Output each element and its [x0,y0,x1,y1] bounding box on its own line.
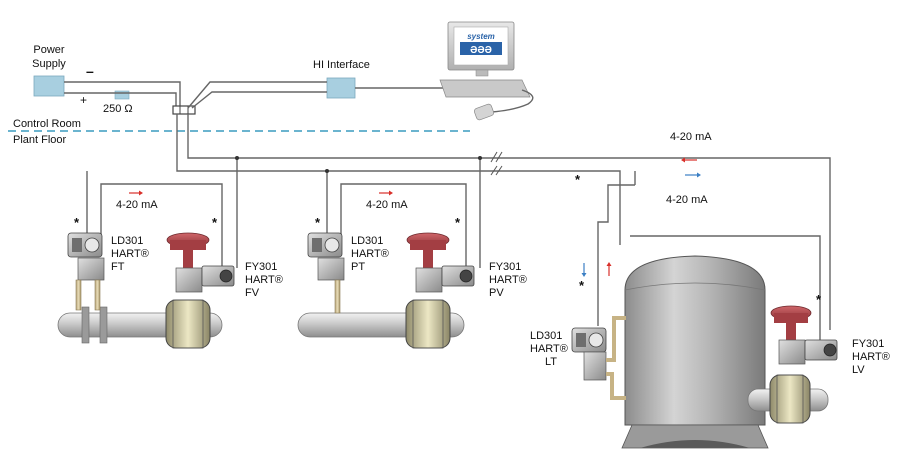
minus-terminal: – [86,63,94,79]
asterisk-lv: * [816,292,822,307]
fv-model: FY301 [245,261,277,273]
hi-interface [326,77,356,99]
lt-tag: LT [545,356,557,368]
resistor-250-ohm [114,90,130,100]
computer-workstation: system ƏƏƏ [439,21,534,121]
hi-interface-wiring [187,81,445,109]
pressure-transmitter-pt [307,232,345,314]
power-supply [33,75,65,97]
asterisk-ft: * [74,215,80,230]
pt-protocol: HART® [351,248,389,260]
arrow-red-loop-1 [129,190,143,196]
pt-model: LD301 [351,235,383,247]
asterisk-pt: * [315,215,321,230]
storage-tank [621,255,769,449]
arrow-red-loop-2 [379,190,393,196]
power-supply-wiring [64,81,181,108]
lt-protocol: HART® [530,343,568,355]
plus-terminal: + [80,93,87,107]
ft-tag: FT [111,261,125,273]
asterisk-fv: * [212,215,218,230]
resistor-label: 250 Ω [103,103,133,115]
keyboard [439,79,531,98]
control-valve-lv [769,305,838,424]
control-valve-pv [405,232,475,349]
ft-model: LD301 [111,235,143,247]
current-loop-3-bottom-label: 4-20 mA [666,194,708,206]
lv-protocol: HART® [852,351,890,363]
current-loop-1-label: 4-20 mA [116,199,158,211]
control-valve-fv [165,232,235,349]
asterisk-lt: * [579,278,585,293]
power-supply-label-2: Supply [32,58,66,70]
fv-tag: FV [245,287,260,299]
monitor-logo-plate [460,42,502,55]
lt-model: LD301 [530,330,562,342]
asterisk-top: * [575,172,581,187]
wire-junction-3 [478,156,482,160]
wire-break-marks [490,151,503,176]
pv-tag: PV [489,287,504,299]
wire-junction-1 [235,156,239,160]
monitor-brand: system [467,32,495,41]
wire-junction-2 [325,169,329,173]
asterisk-pv: * [455,215,461,230]
control-room-label: Control Room [13,118,81,130]
ft-protocol: HART® [111,248,149,260]
pv-model: FY301 [489,261,521,273]
lv-tag: LV [852,364,865,376]
level-transmitter-lt [571,316,626,400]
current-loop-2-label: 4-20 mA [366,199,408,211]
lv-model: FY301 [852,338,884,350]
monitor-logo: ƏƏƏ [470,45,492,56]
arrow-red-vertical [606,262,612,276]
current-loop-3-top-label: 4-20 mA [670,131,712,143]
mouse [473,103,495,121]
arrow-red-loop-3 [681,157,697,163]
arrow-blue-loop-3 [685,172,701,178]
arrow-blue-vertical [581,263,587,277]
flow-transmitter-ft [67,232,105,311]
fv-protocol: HART® [245,274,283,286]
pt-tag: PT [351,261,365,273]
field-wiring [86,114,831,340]
plant-floor-label: Plant Floor [13,134,67,146]
pv-protocol: HART® [489,274,527,286]
power-supply-label-1: Power [33,44,65,56]
junction-box [172,105,196,115]
hi-interface-label: HI Interface [313,59,370,71]
